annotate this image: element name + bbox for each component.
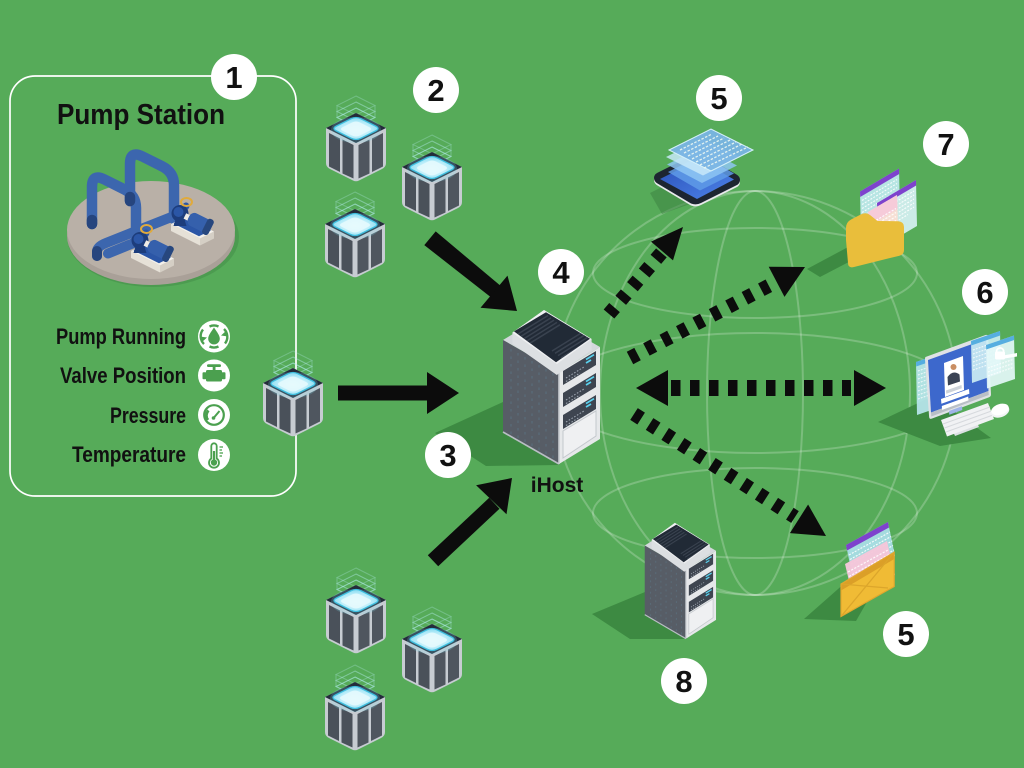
svg-text:8: 8 xyxy=(675,664,692,699)
svg-text:4: 4 xyxy=(552,255,570,290)
svg-text:Pump Station: Pump Station xyxy=(57,99,225,131)
svg-text:2: 2 xyxy=(427,73,444,108)
svg-text:Pump Running: Pump Running xyxy=(56,324,186,349)
svg-text:Valve Position: Valve Position xyxy=(60,363,186,388)
svg-text:5: 5 xyxy=(897,617,914,652)
svg-text:3: 3 xyxy=(439,438,456,473)
svg-text:5: 5 xyxy=(710,81,727,116)
svg-text:1: 1 xyxy=(225,60,242,95)
svg-text:6: 6 xyxy=(976,275,993,310)
svg-text:7: 7 xyxy=(937,127,954,162)
svg-text:Temperature: Temperature xyxy=(72,442,186,467)
svg-text:iHost: iHost xyxy=(531,474,584,497)
svg-text:Pressure: Pressure xyxy=(110,403,186,428)
